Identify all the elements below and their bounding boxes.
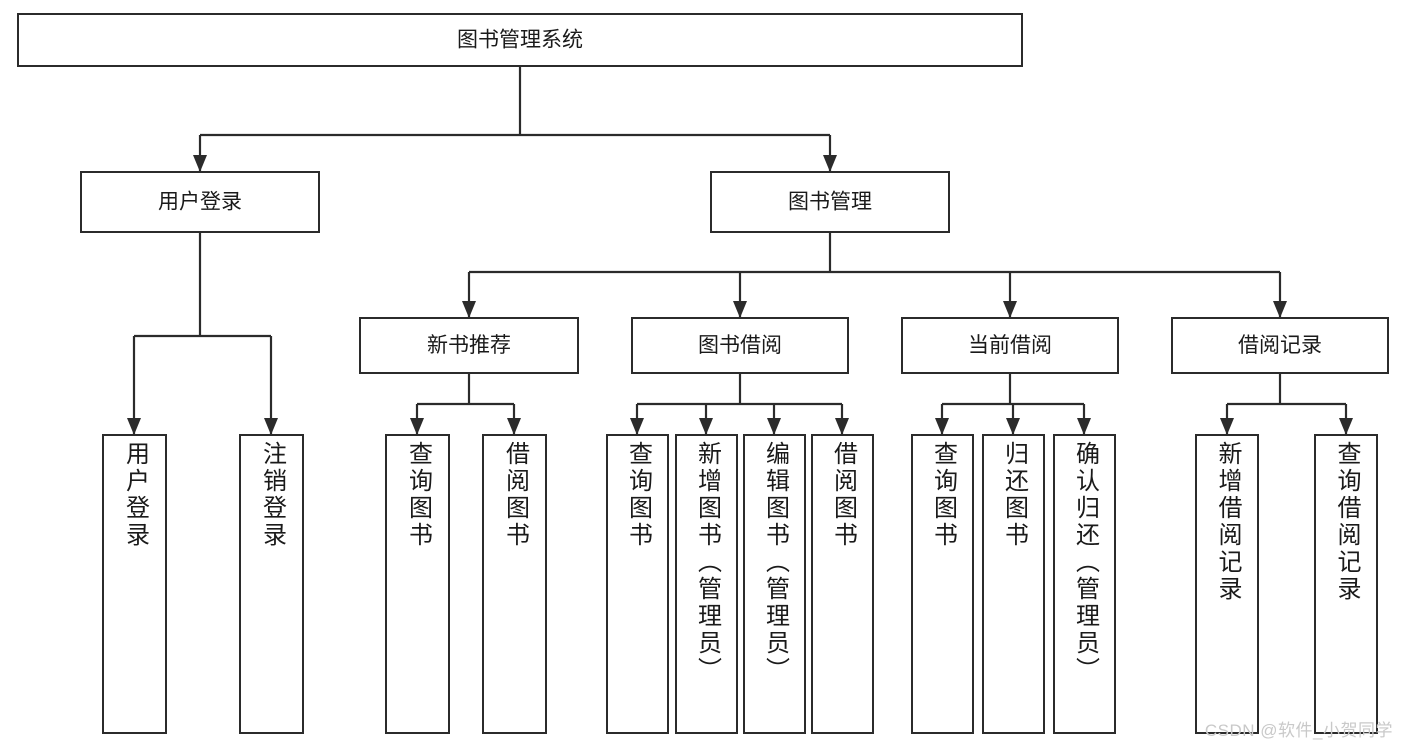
node-label-level3-当前借阅: 当前借阅 — [968, 334, 1052, 357]
arrow-head-level3-1-2 — [767, 418, 781, 435]
node-box-leaf-新增图书管理员[interactable] — [675, 434, 738, 734]
node-box-leaf-归还图书[interactable] — [982, 434, 1045, 734]
node-box-leaf-查询借阅记录[interactable] — [1314, 434, 1378, 734]
arrow-head-root-to-level2-0 — [193, 155, 207, 172]
node-label-root-图书管理系统: 图书管理系统 — [457, 29, 583, 52]
node-box-leaf-借阅图书[interactable] — [482, 434, 547, 734]
node-box-level3-图书借阅[interactable] — [631, 317, 849, 374]
arrow-head-level3-3-1 — [1339, 418, 1353, 435]
node-box-root-图书管理系统[interactable] — [17, 13, 1023, 67]
node-box-leaf-查询图书[interactable] — [911, 434, 974, 734]
node-label-level3-图书借阅: 图书借阅 — [698, 334, 782, 357]
arrow-head-user-login-to-leaves-1 — [264, 418, 278, 435]
arrow-head-level3-2-0 — [935, 418, 949, 435]
node-box-level3-借阅记录[interactable] — [1171, 317, 1389, 374]
node-box-leaf-用户登录[interactable] — [102, 434, 167, 734]
arrow-head-level3-1-0 — [630, 418, 644, 435]
node-label-level2-用户登录: 用户登录 — [158, 191, 242, 214]
arrow-head-root-to-level2-1 — [823, 155, 837, 172]
node-box-leaf-借阅图书[interactable] — [811, 434, 874, 734]
node-box-level2-用户登录[interactable] — [80, 171, 320, 233]
node-box-leaf-确认归还管理员[interactable] — [1053, 434, 1116, 734]
node-box-level3-新书推荐[interactable] — [359, 317, 579, 374]
connectors-layer — [127, 66, 1353, 435]
arrow-head-user-login-to-leaves-0 — [127, 418, 141, 435]
node-box-leaf-查询图书[interactable] — [606, 434, 669, 734]
arrow-head-level3-2-2 — [1077, 418, 1091, 435]
arrow-head-level3-0-1 — [507, 418, 521, 435]
arrow-head-level3-0-0 — [410, 418, 424, 435]
node-label-level3-借阅记录: 借阅记录 — [1238, 334, 1322, 357]
arrow-head-level3-1-1 — [699, 418, 713, 435]
node-box-level3-当前借阅[interactable] — [901, 317, 1119, 374]
node-box-leaf-查询图书[interactable] — [385, 434, 450, 734]
arrow-head-book-mgmt-to-level3-2 — [1003, 301, 1017, 318]
node-box-leaf-新增借阅记录[interactable] — [1195, 434, 1259, 734]
arrow-head-book-mgmt-to-level3-3 — [1273, 301, 1287, 318]
node-box-leaf-注销登录[interactable] — [239, 434, 304, 734]
arrow-head-level3-2-1 — [1006, 418, 1020, 435]
node-box-level2-图书管理[interactable] — [710, 171, 950, 233]
arrow-head-level3-1-3 — [835, 418, 849, 435]
arrow-head-level3-3-0 — [1220, 418, 1234, 435]
node-label-level2-图书管理: 图书管理 — [788, 191, 872, 214]
watermark-text: CSDN @软件_小贺同学 — [1204, 721, 1393, 740]
boxes-layer — [17, 13, 1389, 734]
node-box-leaf-编辑图书管理员[interactable] — [743, 434, 806, 734]
arrow-head-book-mgmt-to-level3-1 — [733, 301, 747, 318]
arrow-head-book-mgmt-to-level3-0 — [462, 301, 476, 318]
node-label-level3-新书推荐: 新书推荐 — [427, 334, 511, 357]
